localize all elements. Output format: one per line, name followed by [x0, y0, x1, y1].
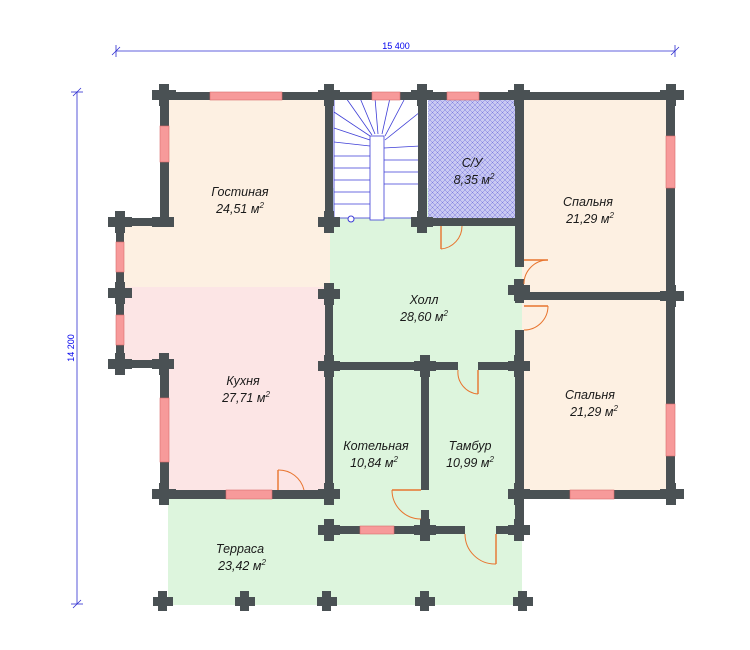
- room-area: 28,60 м2: [399, 309, 448, 324]
- window: [665, 135, 676, 189]
- living-room-bay-fill: [120, 218, 170, 287]
- room-area: 8,35 м2: [454, 172, 495, 187]
- window: [159, 125, 170, 163]
- room-area: 24,51 м2: [215, 201, 264, 216]
- kitchen-lower-fill: [162, 367, 330, 495]
- room-label-vestibule: Тамбур 10,99 м2: [446, 439, 494, 470]
- dimension-height: 14 200: [66, 87, 83, 609]
- bathroom-fill: [428, 96, 520, 222]
- room-area: 21,29 м2: [565, 211, 614, 226]
- room-name: Гостиная: [211, 185, 268, 199]
- room-area: 10,99 м2: [446, 455, 494, 470]
- dimension-width: 15 400: [111, 41, 680, 57]
- window: [665, 403, 676, 457]
- room-area: 10,84 м2: [350, 455, 398, 470]
- window: [569, 489, 615, 500]
- room-label-living: Гостиная 24,51 м2: [211, 185, 268, 216]
- room-label-bathroom: С/У 8,35 м2: [454, 156, 495, 187]
- room-label-boiler: Котельная 10,84 м2: [343, 439, 409, 470]
- living-room-fill: [162, 92, 330, 287]
- window: [371, 91, 401, 101]
- log-posts: [108, 84, 684, 611]
- window: [115, 241, 125, 273]
- room-name: Терраса: [216, 542, 264, 556]
- window: [359, 525, 395, 535]
- room-name: Спальня: [565, 388, 615, 402]
- room-label-kitchen: Кухня 27,71 м2: [221, 374, 270, 405]
- room-name: Тамбур: [449, 439, 492, 453]
- height-dimension-label: 14 200: [66, 334, 76, 362]
- room-label-hall: Холл 28,60 м2: [399, 293, 448, 324]
- room-area: 21,29 м2: [569, 404, 618, 419]
- bedroom-upper-fill: [522, 92, 672, 297]
- window: [115, 314, 125, 346]
- window: [159, 397, 170, 463]
- room-name: Котельная: [343, 439, 409, 453]
- room-name: Холл: [409, 293, 439, 307]
- room-name: Кухня: [226, 374, 260, 388]
- room-name: Спальня: [563, 195, 613, 209]
- window: [225, 489, 273, 500]
- room-name: С/У: [462, 156, 485, 170]
- room-label-bedroom-upper: Спальня 21,29 м2: [563, 195, 614, 226]
- bedroom-lower-fill: [522, 297, 672, 495]
- vestibule-fill: [425, 367, 522, 530]
- staircase: [333, 97, 421, 223]
- doors: [277, 225, 549, 565]
- room-fills: [120, 92, 672, 605]
- room-label-terrace: Терраса 23,42 м2: [216, 542, 267, 573]
- room-area: 23,42 м2: [217, 558, 266, 573]
- window: [209, 91, 283, 101]
- windows: [115, 91, 676, 535]
- window: [446, 91, 480, 101]
- boiler-room-fill: [330, 367, 425, 530]
- kitchen-fill: [120, 287, 330, 367]
- terrace-fill: [168, 495, 330, 605]
- room-area: 27,71 м2: [221, 390, 270, 405]
- room-labels: Гостиная 24,51 м2 Кухня 27,71 м2 Холл 28…: [211, 156, 618, 573]
- width-dimension-label: 15 400: [382, 41, 410, 51]
- room-label-bedroom-lower: Спальня 21,29 м2: [565, 388, 618, 419]
